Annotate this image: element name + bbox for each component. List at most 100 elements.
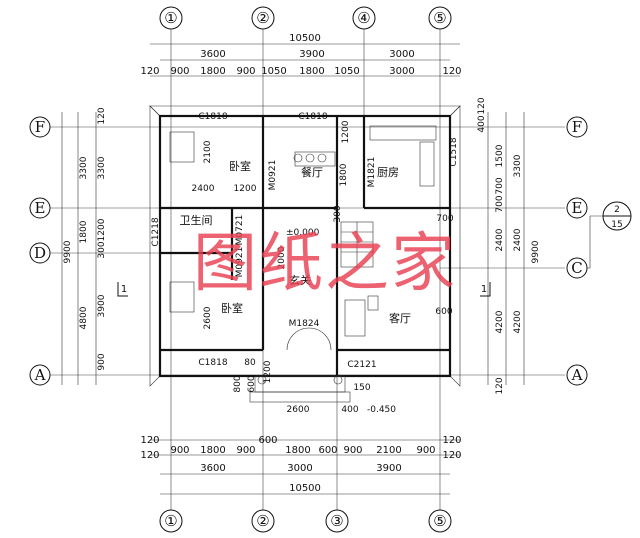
dim-top-r1-1: 3900 [299,49,324,60]
dim-bot-r1-1: 120 [140,450,159,461]
dim-1200b: 1200 [341,120,351,143]
dim-left-mid-0: 3300 [79,156,89,179]
dim-right-mid-2: 4200 [513,310,523,333]
dim-bot-r1-10: 900 [416,445,435,456]
label-c2121: C2121 [347,360,376,370]
axis-left-E: E [35,199,46,217]
dimensions-bottom: 120 120 900 1800 900 600 1800 600 900 21… [140,435,462,495]
dim-right-in-0: 400 [477,115,487,132]
dim-2100: 2100 [203,140,213,163]
level-pos: ±0.000 [286,228,320,238]
label-c1518: C1518 [449,137,459,166]
axis-left-A: A [34,366,46,384]
dim-right-mid-1: 2400 [513,228,523,251]
label-c1818-b: C1818 [298,112,327,122]
dim-top-r2-1: 900 [170,66,189,77]
dim-bot-r2-0: 3600 [200,463,225,474]
dim-right-outer: 9900 [531,240,541,263]
dim-bot-r2-1: 3000 [287,463,312,474]
dim-left-in-3: 300 [97,241,107,258]
dim-left-in-2: 1200 [97,218,107,241]
building-walls [149,105,461,387]
label-c1818-c: C1818 [198,358,227,368]
dim-bot-r1-9: 2100 [376,445,401,456]
axis-top-5: ⑤ [433,9,446,27]
dim-top-total: 10500 [289,33,321,44]
staircase [340,221,374,268]
axis-bubbles-left: F E D A [29,116,51,386]
axis-bubbles-top: ① ② ④ ⑤ [159,6,452,30]
dim-800: 800 [233,375,243,392]
dim-1800: 1800 [339,163,349,186]
room-bathroom: 卫生间 [180,213,213,227]
opening-labels: C1818 C1818 C1818 M0921 M1821 C1518 C121… [151,112,459,415]
section-marks: 1 1 [117,282,491,297]
axis-bubbles-right: F E C A [566,116,588,386]
dim-bot-r1-11: 120 [442,435,461,446]
dim-top-r2-7: 3000 [389,66,414,77]
dim-bot-r2-2: 3900 [376,463,401,474]
dim-left-in-0: 120 [97,107,107,124]
dim-bot-total: 10500 [289,483,321,494]
axis-right-C: C [571,259,582,277]
axis-top-1: ① [164,9,177,27]
label-c1218: C1218 [151,217,161,246]
room-dining: 餐厅 [301,165,323,179]
dim-top-r1-0: 3600 [200,49,225,60]
room-kitchen: 厨房 [377,166,399,179]
entrance-porch [249,327,351,403]
dim-right-in-3: 700 [495,177,505,194]
dim-bot-r1-2: 900 [170,445,189,456]
axis-bubbles-bottom: ① ② ③ ⑤ [159,509,452,533]
dim-300: 300 [333,205,343,222]
dim-top-r1-2: 3000 [389,49,414,60]
dim-bot-r1-12: 120 [442,450,461,461]
dim-400: 400 [341,405,358,415]
dim-2600: 2600 [287,405,310,415]
room-bedroom-1: 卧室 [229,159,251,173]
axis-bottom-1: ① [164,512,177,530]
dim-2400: 2400 [192,184,215,194]
dim-right-mid-0: 3300 [513,154,523,177]
dim-600b: 600 [247,375,257,392]
dim-left-in-1: 3300 [97,156,107,179]
room-bedroom-2: 卧室 [221,301,243,315]
grid-lines-vertical [170,29,441,510]
section-mark-left: 1 [121,284,127,295]
dim-1200c: 1200 [263,360,273,383]
dim-left-in-5: 900 [97,353,107,370]
dim-600: 600 [435,307,452,317]
dim-80: 80 [244,358,256,368]
dim-left-mid-2: 4800 [79,306,89,329]
dim-bot-r1-6: 1800 [285,445,310,456]
axis-bottom-3: ③ [330,512,343,530]
dim-700: 700 [436,214,453,224]
section-mark-right: 1 [481,284,487,295]
label-m1821: M1821 [367,157,377,188]
dim-left-mid-1: 1800 [79,220,89,243]
dim-top-r2-4: 1050 [261,66,286,77]
dim-right-in-1: 120 [477,97,487,114]
dim-top-r2-8: 120 [442,66,461,77]
dim-bot-r1-5: 600 [258,435,277,446]
dim-right-in-2: 1500 [495,144,505,167]
detail-reference: 2 15 [587,201,632,269]
dim-right-in-4: 700 [495,195,505,212]
dim-1200: 1200 [234,184,257,194]
axis-right-F: F [572,118,582,136]
label-m0721: M0721 [235,215,245,246]
dim-top-r2-0: 120 [140,66,159,77]
dim-right-in-7: 120 [495,377,505,394]
dim-right-in-5: 2400 [495,228,505,251]
label-m0921b: M0921 [235,247,245,278]
dim-left-outer: 9900 [63,240,73,263]
room-living: 客厅 [389,311,411,325]
dim-top-r2-5: 1800 [299,66,324,77]
dim-right-in-6: 4200 [495,310,505,333]
dim-bot-r1-8: 900 [343,445,362,456]
dim-bot-r1-0: 120 [140,435,159,446]
detail-num: 2 [614,205,620,215]
label-c1818-a: C1818 [198,112,227,122]
dim-2000: 2000 [277,246,287,269]
